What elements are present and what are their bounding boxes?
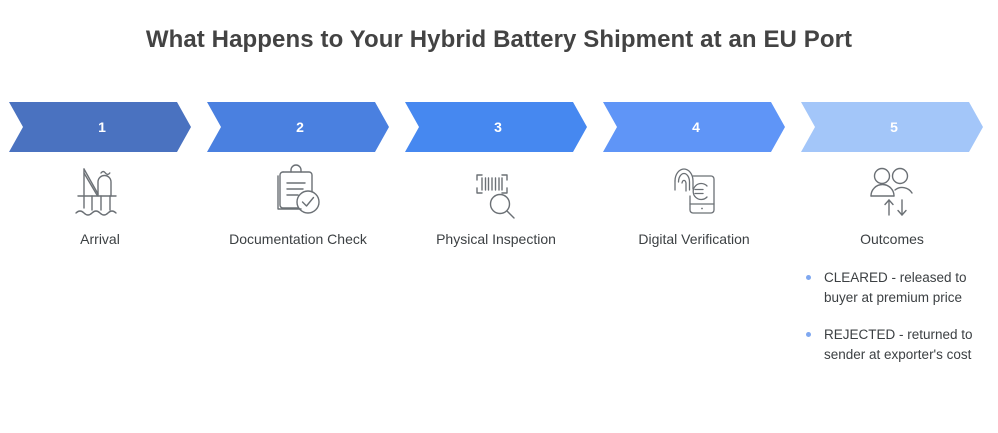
list-item: CLEARED - released to buyer at premium p…: [806, 268, 992, 309]
chevron-step-1[interactable]: 1: [9, 102, 191, 152]
process-chevron-row: 1 2 3 4 5: [9, 102, 989, 152]
chevron-step-5[interactable]: 5: [801, 102, 983, 152]
chevron-number-5: 5: [890, 119, 898, 135]
bullet-dot-icon: [806, 275, 811, 280]
page-title: What Happens to Your Hybrid Battery Ship…: [145, 26, 853, 53]
bullet-dot-icon: [806, 331, 811, 337]
process-steps-row: Arrival Documentation Check: [9, 160, 989, 260]
step-label-digital-verification: Digital Verification: [638, 231, 750, 247]
people-updown-arrows-icon: [801, 160, 983, 222]
barcode-magnifier-icon: [405, 160, 587, 222]
step-label-documentation-check: Documentation Check: [229, 231, 367, 247]
list-item: REJECTED - returned to sender at exporte…: [806, 325, 992, 366]
clipboard-check-icon: [207, 160, 389, 222]
step-outcomes: Outcomes: [801, 160, 983, 248]
step-documentation-check: Documentation Check: [207, 160, 389, 248]
step-physical-inspection: Physical Inspection: [405, 160, 587, 248]
chevron-step-4[interactable]: 4: [603, 102, 785, 152]
chevron-step-2[interactable]: 2: [207, 102, 389, 152]
step-label-arrival: Arrival: [80, 231, 120, 247]
port-crane-icon: [9, 160, 191, 222]
chevron-number-4: 4: [692, 119, 700, 135]
step-arrival: Arrival: [9, 160, 191, 248]
chevron-number-3: 3: [494, 119, 502, 135]
step-label-physical-inspection: Physical Inspection: [436, 231, 556, 247]
chevron-number-1: 1: [98, 119, 106, 135]
outcome-text-cleared: CLEARED - released to buyer at premium p…: [824, 270, 967, 306]
outcomes-list: CLEARED - released to buyer at premium p…: [806, 268, 992, 381]
chevron-step-3[interactable]: 3: [405, 102, 587, 152]
chevron-number-2: 2: [296, 119, 304, 135]
outcome-text-rejected: REJECTED - returned to sender at exporte…: [824, 326, 973, 362]
fingerprint-phone-euro-icon: [603, 160, 785, 222]
step-label-outcomes: Outcomes: [860, 231, 924, 247]
step-digital-verification: Digital Verification: [603, 160, 785, 248]
